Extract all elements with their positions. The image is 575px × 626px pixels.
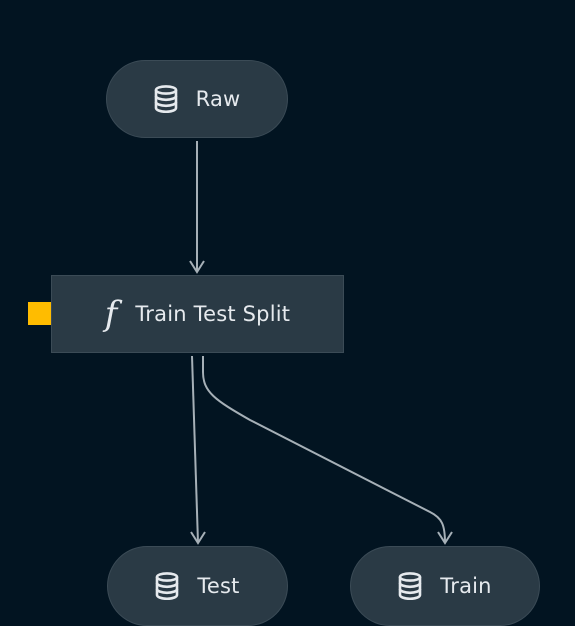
node-raw[interactable]: Raw [106,60,288,138]
edge-split-to-test [191,355,199,544]
database-icon [155,572,179,600]
node-train-test-split-label: Train Test Split [135,302,291,326]
node-train[interactable]: Train [350,546,540,626]
node-test-label: Test [197,574,240,598]
edge-split-to-train-arrow [437,531,453,545]
selection-marker [28,302,51,325]
node-raw-label: Raw [195,87,241,111]
edge-raw-to-split-arrow [189,260,205,274]
node-train-label: Train [440,574,492,598]
database-icon [154,85,178,113]
edge-split-to-train [202,356,446,544]
edge-split-to-test-arrow [190,531,206,545]
database-icon [398,572,422,600]
function-icon: f [104,294,118,334]
node-test[interactable]: Test [107,546,288,626]
node-train-test-split[interactable]: f Train Test Split [51,275,344,353]
